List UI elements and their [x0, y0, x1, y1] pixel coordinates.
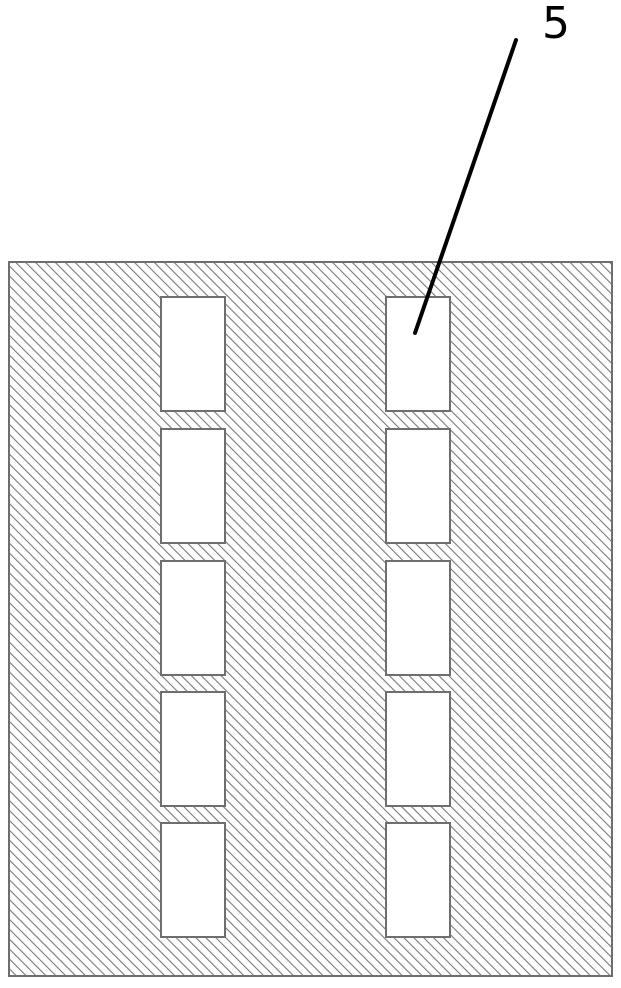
leader-line [413, 38, 518, 335]
opening-right-3 [385, 560, 451, 676]
openings-group [160, 296, 451, 938]
opening-right-4 [385, 691, 451, 807]
opening-right-2 [385, 428, 451, 544]
opening-left-3 [160, 560, 226, 676]
callout-label: 5 [542, 0, 570, 49]
opening-right-1 [385, 296, 451, 412]
opening-left-5 [160, 822, 226, 938]
opening-right-5 [385, 822, 451, 938]
hatched-plate [8, 261, 613, 977]
opening-left-2 [160, 428, 226, 544]
opening-left-1 [160, 296, 226, 412]
opening-left-4 [160, 691, 226, 807]
